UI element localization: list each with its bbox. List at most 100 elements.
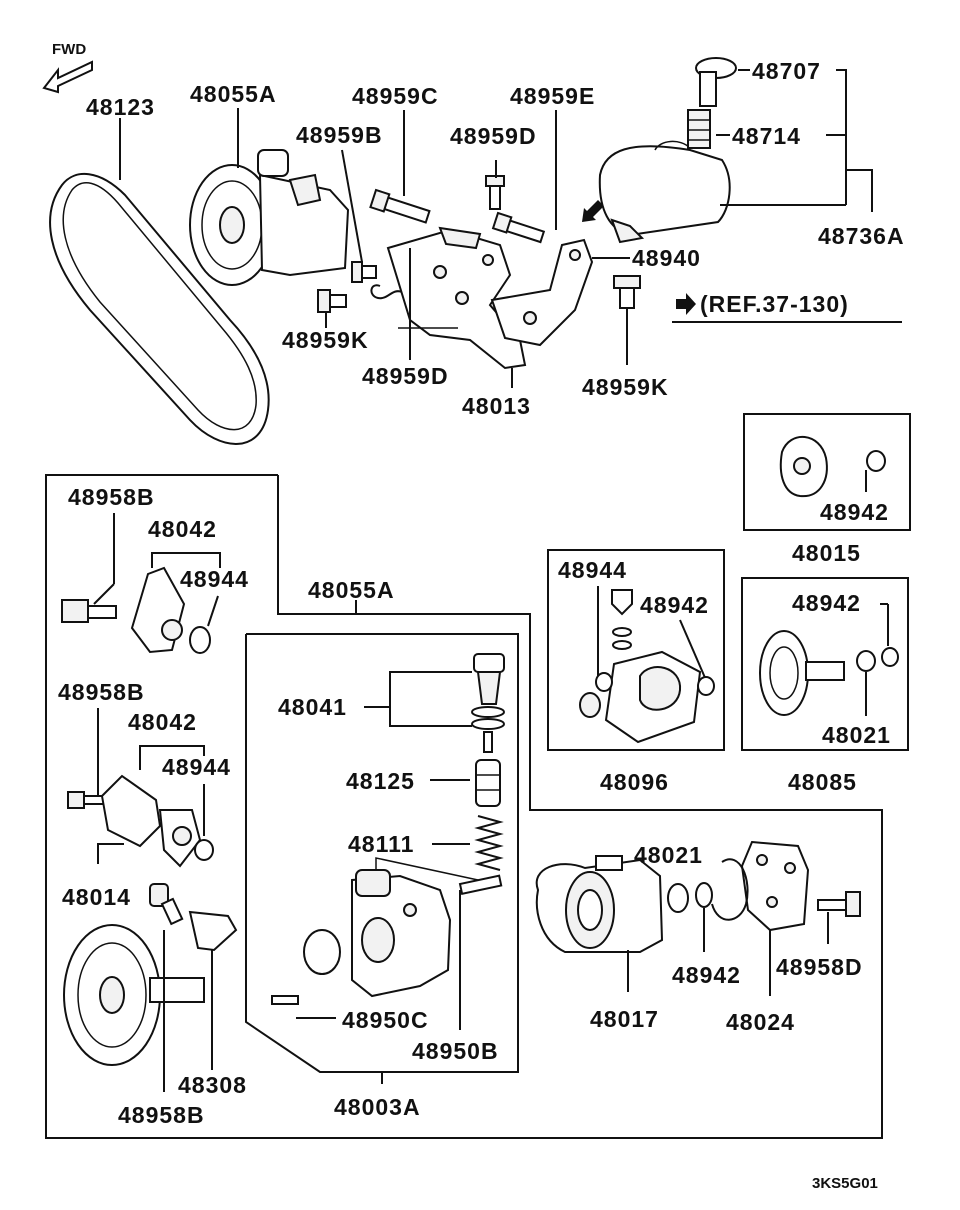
pump-assembly-48055A[interactable] bbox=[189, 149, 350, 286]
label-48021-b: 48021 bbox=[634, 842, 703, 868]
label-48042-b: 48042 bbox=[128, 709, 197, 735]
label-48959D-mid: 48959D bbox=[362, 363, 449, 389]
housing-48017[interactable] bbox=[535, 855, 664, 953]
bracket-48940[interactable] bbox=[490, 238, 594, 347]
label-48055A-box: 48055A bbox=[308, 577, 395, 603]
seal-48944-b[interactable] bbox=[595, 672, 613, 692]
label-48958D: 48958D bbox=[776, 954, 863, 980]
label-48950C: 48950C bbox=[342, 1007, 429, 1033]
box-48015 bbox=[743, 413, 911, 531]
label-48308: 48308 bbox=[178, 1072, 247, 1098]
label-48085: 48085 bbox=[788, 769, 857, 795]
label-48123: 48123 bbox=[86, 94, 155, 120]
label-48959E: 48959E bbox=[510, 83, 595, 109]
label-48959K-right: 48959K bbox=[582, 374, 669, 400]
label-48959D-top: 48959D bbox=[450, 123, 537, 149]
bracket-48308[interactable] bbox=[188, 910, 238, 952]
box-48096 bbox=[547, 549, 725, 751]
fitting-48958B-a[interactable] bbox=[61, 599, 117, 623]
label-48944-b: 48944 bbox=[558, 557, 627, 583]
label-48003A: 48003A bbox=[334, 1094, 421, 1120]
label-48015: 48015 bbox=[792, 540, 861, 566]
bolt-48959D-small[interactable] bbox=[485, 175, 505, 210]
pump-body-48003A[interactable] bbox=[351, 869, 503, 998]
pulley-large[interactable] bbox=[63, 924, 205, 1066]
bolt-48959K-left[interactable] bbox=[317, 289, 347, 313]
bolt-48959C[interactable] bbox=[369, 188, 431, 224]
rotor-plate-48015[interactable] bbox=[779, 435, 828, 498]
label-48021-a: 48021 bbox=[822, 722, 891, 748]
reference-note[interactable]: (REF.37-130) bbox=[672, 291, 902, 323]
indicator-arrow-icon bbox=[586, 200, 604, 218]
box-48085 bbox=[741, 577, 909, 751]
fitting-48958B-c[interactable] bbox=[149, 883, 184, 926]
reference-label: (REF.37-130) bbox=[700, 291, 849, 317]
label-48950B: 48950B bbox=[412, 1038, 499, 1064]
label-48944-c: 48944 bbox=[162, 754, 231, 780]
box-48003A bbox=[245, 633, 519, 1073]
seal-48942-a[interactable] bbox=[866, 450, 886, 472]
label-48958B-c: 48958B bbox=[118, 1102, 205, 1128]
bushing-48021-a[interactable] bbox=[856, 650, 876, 672]
label-48942-a: 48942 bbox=[820, 499, 889, 525]
seal-48942-c[interactable] bbox=[881, 647, 899, 667]
bushing-48021-b[interactable] bbox=[667, 883, 689, 913]
forward-direction-indicator: FWD bbox=[42, 41, 93, 94]
reservoir-tank-48736A[interactable] bbox=[598, 140, 731, 244]
seal-48942-b[interactable] bbox=[697, 676, 715, 696]
label-48013: 48013 bbox=[462, 393, 531, 419]
label-48017: 48017 bbox=[590, 1006, 659, 1032]
valve-48125[interactable] bbox=[475, 759, 501, 807]
label-48111: 48111 bbox=[348, 831, 414, 857]
label-48042-a: 48042 bbox=[148, 516, 217, 542]
label-48014: 48014 bbox=[62, 884, 131, 910]
union-48042-a[interactable] bbox=[130, 566, 186, 654]
bearing-48003A[interactable] bbox=[303, 929, 341, 975]
label-48055A-top: 48055A bbox=[190, 81, 277, 107]
valve-48041[interactable] bbox=[471, 653, 505, 753]
label-48096: 48096 bbox=[600, 769, 669, 795]
label-48942-d: 48942 bbox=[672, 962, 741, 988]
bolt-48959K-right[interactable] bbox=[613, 275, 641, 309]
seal-48944-a[interactable] bbox=[189, 626, 211, 654]
label-48959K-left: 48959K bbox=[282, 327, 369, 353]
bracket-48013[interactable] bbox=[386, 226, 527, 370]
label-48714: 48714 bbox=[732, 123, 801, 149]
label-48041: 48041 bbox=[278, 694, 347, 720]
label-48959C: 48959C bbox=[352, 83, 439, 109]
label-48942-c: 48942 bbox=[792, 590, 861, 616]
clip-spring bbox=[370, 284, 403, 300]
bolt-48959E[interactable] bbox=[491, 211, 546, 244]
label-48707: 48707 bbox=[752, 58, 821, 84]
label-48125: 48125 bbox=[346, 768, 415, 794]
label-48942-b: 48942 bbox=[640, 592, 709, 618]
v-belt-48123[interactable] bbox=[49, 172, 270, 445]
spring-48111[interactable] bbox=[474, 815, 504, 871]
drawing-code: 3KS5G01 bbox=[812, 1175, 878, 1192]
bolt-48959B[interactable] bbox=[351, 261, 377, 283]
label-48944-a: 48944 bbox=[180, 566, 249, 592]
bolt-48958D[interactable] bbox=[817, 891, 861, 917]
label-48024: 48024 bbox=[726, 1009, 795, 1035]
fwd-label: FWD bbox=[52, 41, 86, 58]
cap-48707[interactable] bbox=[695, 57, 737, 107]
assembly-48055A-outline bbox=[45, 474, 883, 1139]
bolt-48958B-b[interactable] bbox=[67, 791, 107, 809]
pulley-48085[interactable] bbox=[759, 630, 845, 716]
seal-48942-d[interactable] bbox=[695, 882, 713, 908]
cover-48024[interactable] bbox=[711, 840, 810, 932]
filter-48714[interactable] bbox=[687, 109, 711, 149]
pin-48950C[interactable] bbox=[271, 995, 299, 1005]
seal-48944-c[interactable] bbox=[194, 839, 214, 861]
label-48958B-b: 48958B bbox=[58, 679, 145, 705]
bearing-48096[interactable] bbox=[579, 692, 601, 718]
label-48736A: 48736A bbox=[818, 223, 905, 249]
union-48042-b[interactable] bbox=[100, 774, 202, 868]
housing-gasket-48096[interactable] bbox=[604, 589, 702, 744]
reference-arrow-icon bbox=[676, 293, 696, 315]
label-48958B-a: 48958B bbox=[68, 484, 155, 510]
fwd-arrow-icon bbox=[42, 60, 93, 94]
label-48940: 48940 bbox=[632, 245, 701, 271]
